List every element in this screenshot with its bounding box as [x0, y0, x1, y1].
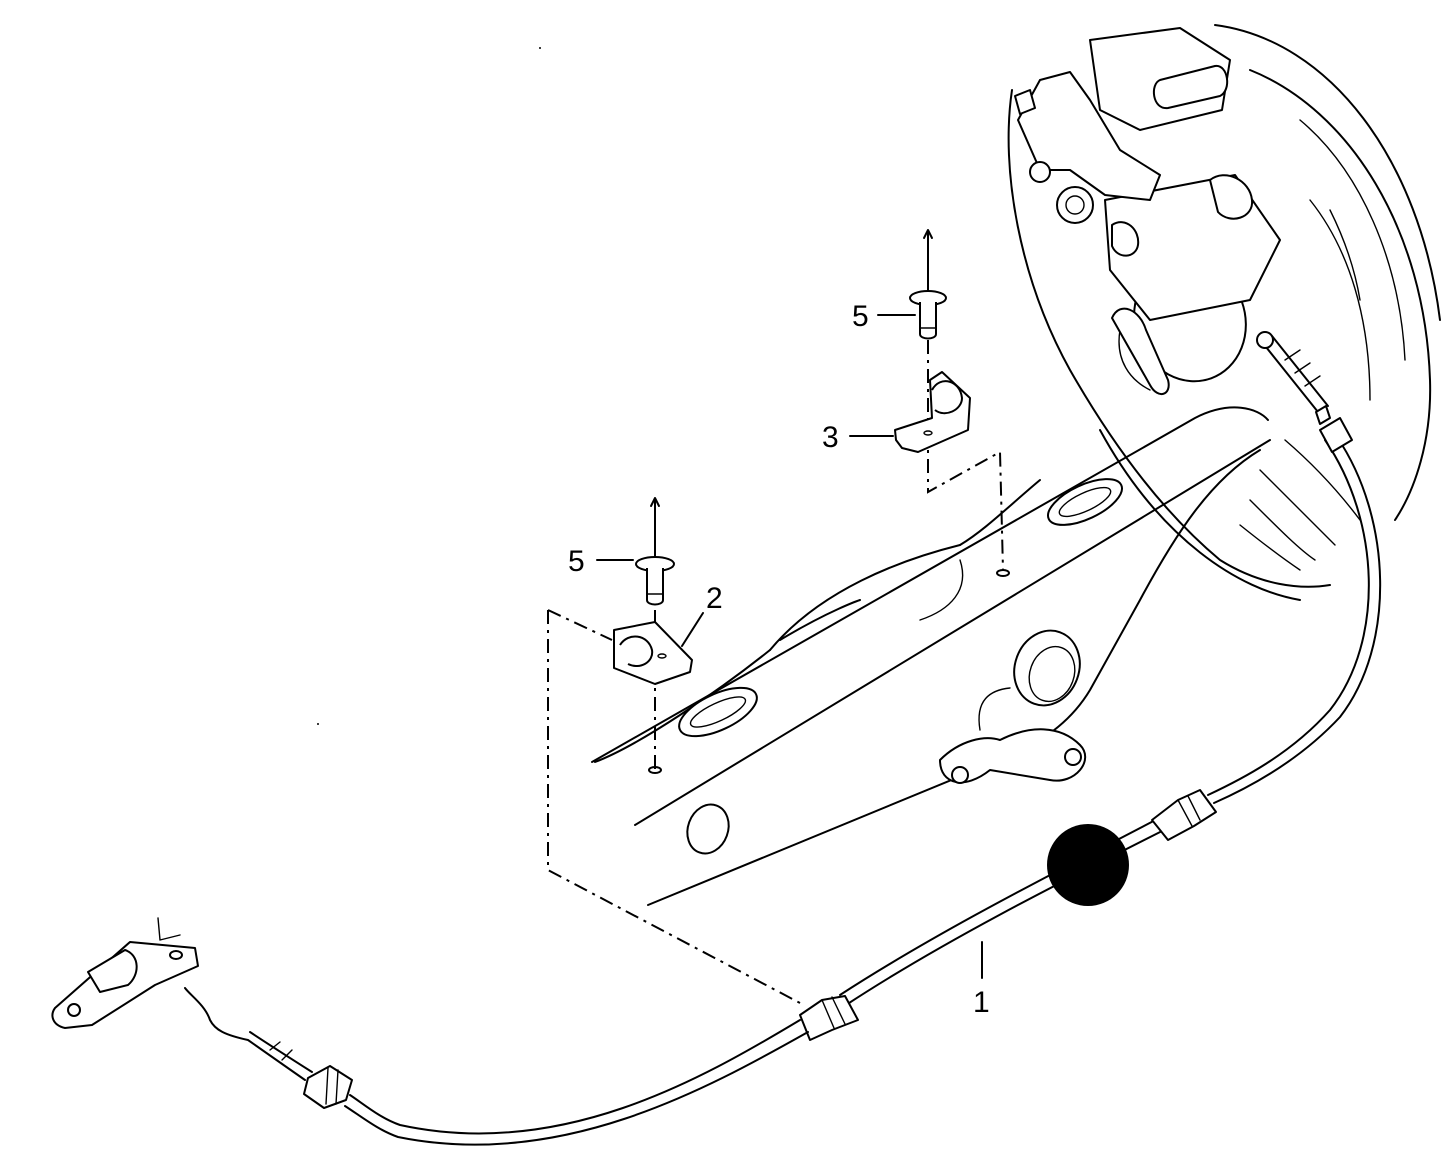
rivet-upper — [909, 229, 947, 340]
rivet-lower — [635, 497, 675, 606]
adjuster-lever — [1017, 71, 1161, 201]
callout-bracket-upper: 3 — [822, 421, 839, 454]
speck — [317, 723, 319, 725]
handbrake-cable — [184, 405, 1382, 1146]
cable-ferrule-end — [303, 1065, 353, 1109]
axle-beam — [591, 406, 1271, 906]
slot-lower — [678, 686, 758, 738]
speck — [539, 47, 541, 49]
brake-backing-plate — [1007, 24, 1441, 601]
assembly-lines — [547, 340, 1004, 1004]
cable-ferrule-top — [1319, 417, 1353, 453]
callout-cable: 1 — [973, 986, 990, 1019]
marker-dot — [1047, 824, 1129, 906]
callout-bracket-lower: 2 — [706, 582, 723, 615]
bracket-lower — [613, 621, 693, 685]
slot-upper — [1047, 478, 1123, 526]
bracket-upper — [894, 371, 971, 453]
callout-rivet-upper: 5 — [852, 300, 869, 333]
callout-rivet-lower: 5 — [568, 545, 585, 578]
leader-lines — [596, 314, 983, 979]
cable-ferrule-mid — [1151, 789, 1217, 841]
lever-bracket — [51, 917, 199, 1029]
